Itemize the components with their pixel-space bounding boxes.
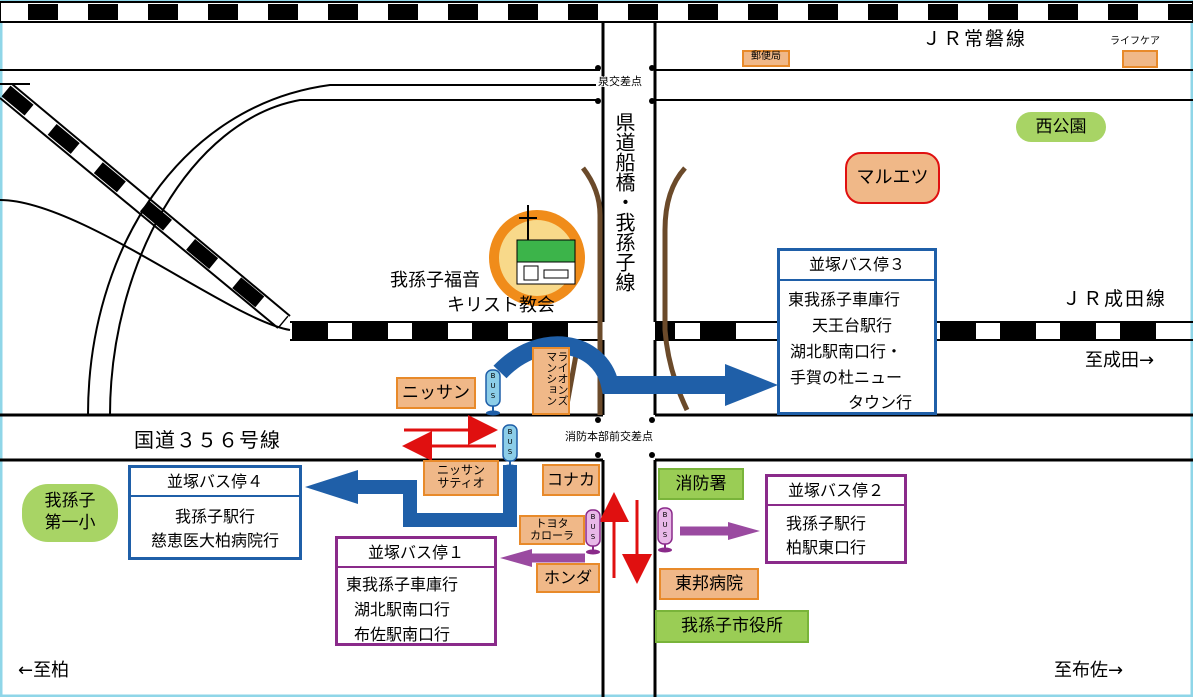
toyota-line1: トヨタ bbox=[535, 517, 569, 530]
life-care-label: ライフケア bbox=[1110, 36, 1160, 47]
bus-stop-icon-4: B U S bbox=[502, 424, 518, 470]
direction-kashiwa: ←至柏 bbox=[18, 660, 70, 681]
shobo-intersection-label: 消防本部前交差点 bbox=[563, 430, 655, 443]
svg-text:S: S bbox=[491, 392, 496, 400]
konaka-tag: コナカ bbox=[542, 464, 600, 496]
prefectural-road-label: 県道船橋・我孫子線 bbox=[612, 112, 636, 292]
overpass-left bbox=[581, 166, 603, 415]
bus-stop-4-title: 並塚バス停４ bbox=[131, 468, 299, 497]
nissan-satio-line2: サティオ bbox=[437, 475, 485, 490]
svg-text:B: B bbox=[663, 511, 668, 519]
school-line1: 我孫子 bbox=[44, 491, 96, 511]
narita-line-label: ＪＲ成田線 bbox=[1062, 288, 1168, 310]
bus-stop-4-line-1: 我孫子駅行 bbox=[174, 507, 255, 526]
bus-stop-2-line-1: 我孫子駅行 bbox=[786, 514, 867, 533]
bus-stop-2-title: 並塚バス停２ bbox=[768, 477, 904, 506]
direction-narita: 至成田→ bbox=[1085, 350, 1155, 371]
svg-text:U: U bbox=[507, 438, 512, 446]
church-icon bbox=[489, 205, 585, 306]
route-arrow-west bbox=[355, 465, 517, 527]
svg-text:S: S bbox=[663, 531, 668, 539]
bus-stop-3-box: 並塚バス停３ 東我孫子車庫行 天王台駅行 湖北駅南口行・ 手賀の杜ニュー タウン… bbox=[777, 248, 937, 415]
bus-stop-4-line-2: 慈恵医大柏病院行 bbox=[150, 531, 279, 550]
svg-text:B: B bbox=[491, 372, 496, 380]
bus-stop-3-line-1: 東我孫子車庫行 bbox=[788, 290, 901, 309]
svg-text:U: U bbox=[590, 523, 595, 531]
church-name-line1: 我孫子福音 bbox=[390, 270, 480, 291]
nishi-koen-label: 西公園 bbox=[1016, 112, 1106, 142]
bus-stop-1-box: 並塚バス停１ 東我孫子車庫行 湖北駅南口行 布佐駅南口行 bbox=[335, 536, 497, 646]
curved-road-inner bbox=[109, 99, 600, 416]
honda-tag: ホンダ bbox=[536, 563, 600, 593]
bus-stop-1-title: 並塚バス停１ bbox=[338, 539, 494, 568]
svg-text:U: U bbox=[490, 382, 495, 390]
bus-stop-1-line-3: 布佐駅南口行 bbox=[354, 625, 451, 644]
svg-text:S: S bbox=[591, 533, 596, 541]
nissan-satio-line1: ニッサン bbox=[436, 463, 485, 477]
church-name-line2: キリスト教会 bbox=[447, 295, 555, 316]
overpass-right bbox=[662, 166, 690, 412]
toho-hospital-tag: 東邦病院 bbox=[659, 568, 759, 600]
nissan-tag: ニッサン bbox=[396, 377, 476, 409]
bus-stop-icon-3: B U S bbox=[485, 369, 501, 416]
city-hall-label: 我孫子市役所 bbox=[655, 610, 809, 643]
fire-station-label: 消防署 bbox=[658, 468, 744, 500]
post-office-tag: 郵便局 bbox=[742, 50, 790, 67]
joban-rail-dashes bbox=[28, 4, 1192, 20]
nissan-satio-tag: ニッサン サティオ bbox=[423, 460, 499, 496]
bus-stop-3-title: 並塚バス停３ bbox=[780, 251, 934, 281]
route-arrow-east bbox=[493, 336, 730, 394]
svg-text:S: S bbox=[508, 448, 513, 456]
bus-stop-3-line-2: 天王台駅行 bbox=[812, 316, 893, 335]
maruetsu-label: マルエツ bbox=[845, 152, 940, 204]
national-road bbox=[0, 413, 1193, 462]
bus-stop-2-box: 並塚バス停２ 我孫子駅行 柏駅東口行 bbox=[765, 474, 907, 564]
bus-stop-1-line-2: 湖北駅南口行 bbox=[354, 600, 451, 619]
svg-text:B: B bbox=[508, 428, 513, 436]
prefectural-road bbox=[601, 22, 657, 697]
toyota-tag: トヨタ カローラ bbox=[519, 515, 585, 545]
national-road-label: 国道３５６号線 bbox=[134, 428, 281, 452]
bus-stop-4-box: 並塚バス停４ 我孫子駅行 慈恵医大柏病院行 bbox=[128, 465, 302, 560]
curved-road-outer bbox=[87, 84, 600, 416]
bus-stop-3-line-3: 湖北駅南口行・ bbox=[790, 342, 903, 361]
izumi-intersection-label: 泉交差点 bbox=[596, 75, 644, 88]
life-care-tag bbox=[1122, 50, 1158, 68]
bus-stop-1-line-1: 東我孫子車庫行 bbox=[346, 575, 459, 594]
narita-rail-curve bbox=[0, 199, 600, 341]
bus-stop-3-line-4: 手賀の杜ニュー bbox=[790, 368, 903, 387]
svg-text:B: B bbox=[591, 513, 596, 521]
toyota-line2: カローラ bbox=[530, 528, 574, 542]
bus-stop-3-line-5: タウン行 bbox=[848, 393, 913, 412]
bus-stop-2-line-2: 柏駅東口行 bbox=[786, 538, 867, 557]
daiichi-elementary-label: 我孫子 第一小 bbox=[22, 484, 118, 542]
school-line2: 第一小 bbox=[44, 513, 96, 534]
bus-stop-icon-1: B U S bbox=[585, 509, 601, 555]
svg-text:U: U bbox=[662, 521, 667, 529]
direction-fusa: 至布佐→ bbox=[1054, 660, 1124, 681]
lions-mansion-tag: ライオンズマンション bbox=[532, 347, 570, 415]
joban-line-label: ＪＲ常磐線 bbox=[922, 28, 1028, 50]
bus-stop-icon-2: B U S bbox=[657, 507, 673, 553]
